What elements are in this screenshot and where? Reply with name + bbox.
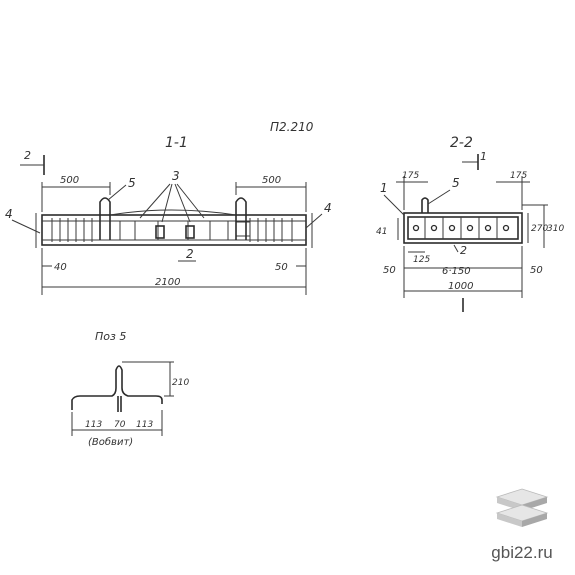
dim-2-2-right-inner: 270 bbox=[531, 224, 548, 234]
watermark: gbi22.ru bbox=[477, 483, 567, 563]
dim-2-2-inner-bottom: 125 bbox=[413, 255, 430, 265]
detail-5-right: 113 bbox=[136, 420, 153, 430]
dim-2-2-bottom-right: 50 bbox=[530, 265, 543, 276]
callout-1-1-center: 2 bbox=[186, 247, 194, 261]
watermark-text: gbi22.ru bbox=[491, 543, 553, 562]
detail-5-title: Поз 5 bbox=[95, 330, 126, 343]
section-2-2-title: 2-2 bbox=[450, 135, 473, 151]
dims-2-2-bottom: 125 6·150 50 50 1000 bbox=[383, 246, 543, 312]
dims-1-1-top: 500 500 bbox=[41, 175, 307, 212]
callout-1-1-end-left: 4 bbox=[5, 207, 13, 221]
cut-mark-2: 2 bbox=[20, 149, 45, 175]
callouts-2-2: 1 5 2 bbox=[380, 176, 467, 257]
detail-5-height: 210 bbox=[172, 378, 189, 388]
dim-1-1-top-right: 500 bbox=[262, 175, 281, 186]
callout-2-2-loop: 5 bbox=[452, 176, 460, 190]
dim-1-1-top-left: 500 bbox=[60, 175, 79, 186]
sheet-mark: П2.210 bbox=[270, 120, 314, 134]
dims-2-2-side: 41 270 310 bbox=[376, 204, 564, 248]
dims-2-2-top: 175 175 bbox=[396, 171, 530, 210]
dim-2-2-top-right: 175 bbox=[510, 171, 527, 181]
dim-2-2-bottom-left: 50 bbox=[383, 265, 396, 276]
dim-2-2-top-left: 175 bbox=[402, 171, 419, 181]
callout-1-1-bars: 3 bbox=[172, 169, 180, 183]
detail-5-mid: 70 bbox=[114, 420, 126, 430]
dim-1-1-bottom-left: 40 bbox=[54, 262, 67, 273]
dim-2-2-right-outer: 310 bbox=[547, 224, 564, 234]
section-1-1: 1-1 П2.210 2 bbox=[5, 120, 332, 295]
dims-1-1-bottom: 40 50 2100 bbox=[41, 248, 307, 295]
cut-mark-1: 1 bbox=[462, 150, 487, 170]
slab-1-1-body bbox=[35, 197, 313, 248]
dim-1-1-bottom-right: 50 bbox=[275, 262, 288, 273]
callout-1-1-end-right: 4 bbox=[324, 201, 332, 215]
section-1-1-title: 1-1 bbox=[165, 135, 188, 151]
cut-mark-2-label: 2 bbox=[24, 149, 31, 162]
dim-2-2-spacing: 6·150 bbox=[442, 266, 471, 277]
cut-mark-1-label: 1 bbox=[480, 150, 487, 163]
slab-2-2-body bbox=[403, 197, 523, 244]
callout-2-2-end: 1 bbox=[380, 181, 388, 195]
detail-5-left: 113 bbox=[85, 420, 102, 430]
dim-2-2-left-inner: 41 bbox=[376, 227, 387, 237]
callout-1-1-loop: 5 bbox=[128, 176, 136, 190]
detail-5-dims: 210 113 70 113 (Вобвит) bbox=[71, 361, 189, 448]
stacked-slabs-icon bbox=[495, 488, 549, 527]
detail-5-note: (Вобвит) bbox=[88, 436, 133, 448]
section-2-2: 2-2 1 bbox=[376, 135, 564, 312]
detail-5: Поз 5 210 113 70 113 (Вобвит) bbox=[71, 330, 189, 448]
dim-1-1-overall: 2100 bbox=[155, 277, 180, 288]
callout-2-2-center: 2 bbox=[460, 244, 467, 257]
callouts-1-1: 5 3 4 4 2 bbox=[5, 169, 332, 262]
dim-2-2-overall: 1000 bbox=[448, 281, 473, 292]
